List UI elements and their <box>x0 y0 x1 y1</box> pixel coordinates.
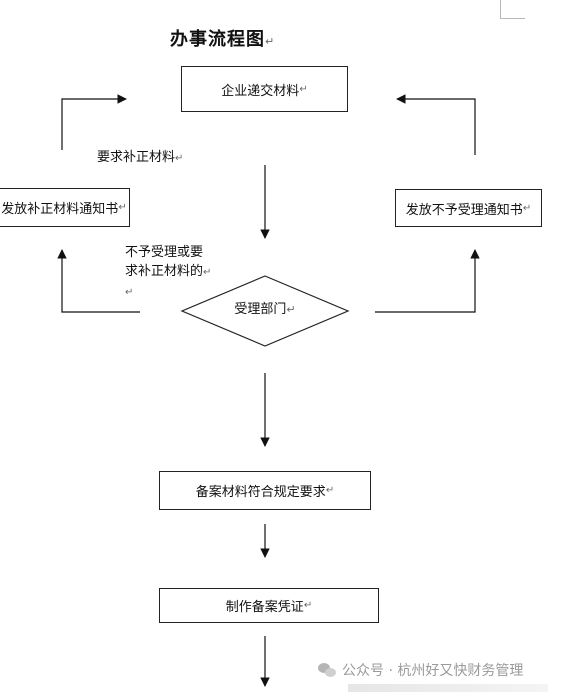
node-certificate-text: 制作备案凭证 <box>225 600 304 615</box>
loop-right-connector <box>396 94 476 155</box>
page-title: 办事流程图↵ <box>170 25 275 51</box>
department-diamond <box>180 275 350 347</box>
edge-label-line-1: 不予受理或要 <box>125 245 204 260</box>
edge-label-text: 要求补正材料 <box>97 150 176 165</box>
node-supplement-notice: 发放补正材料通知书↵ <box>0 188 130 227</box>
paragraph-mark: ↵ <box>265 35 276 48</box>
paragraph-mark: ↵ <box>203 267 212 278</box>
node-submit-text: 企业递交材料 <box>221 83 300 99</box>
branch-left-connector <box>57 249 140 313</box>
paragraph-mark: ↵ <box>303 600 313 611</box>
node-submit-materials: 企业递交材料↵ <box>181 66 348 112</box>
paragraph-mark: ↵ <box>125 287 134 298</box>
node-supplement-notice-text: 发放补正材料通知书 <box>1 202 119 217</box>
paragraph-mark: ↵ <box>118 202 127 213</box>
paragraph-mark: ↵ <box>175 153 184 164</box>
node-reject-notice-text: 发放不予受理通知书 <box>405 202 523 218</box>
paragraph-mark: ↵ <box>286 303 296 316</box>
loop-left-connector <box>61 94 127 150</box>
edge-label-require-supplement: 要求补正材料↵ <box>97 148 183 168</box>
node-compliant-text: 备案材料符合规定要求 <box>195 485 326 500</box>
bottom-faint-strip <box>348 684 548 692</box>
branch-right-connector <box>375 249 480 313</box>
node-certificate: 制作备案凭证↵ <box>159 588 379 623</box>
node-reject-notice: 发放不予受理通知书↵ <box>395 189 542 227</box>
edge-label-line-2: 求补正材料的 <box>125 264 204 279</box>
edge-label-reject-or-supplement: 不予受理或要 求补正材料的↵ ↵ <box>125 243 211 302</box>
node-compliant: 备案材料符合规定要求↵ <box>159 471 371 510</box>
paragraph-mark: ↵ <box>522 202 532 214</box>
paragraph-mark: ↵ <box>299 83 308 95</box>
title-text: 办事流程图 <box>170 29 265 50</box>
page-corner-mark <box>500 0 525 19</box>
watermark: 公众号 · 杭州好又快财务管理 <box>318 660 523 680</box>
wechat-icon <box>318 663 336 677</box>
paragraph-mark: ↵ <box>325 485 335 496</box>
watermark-text: 公众号 · 杭州好又快财务管理 <box>342 663 524 679</box>
node-department: 受理部门↵ <box>182 298 348 317</box>
node-department-text: 受理部门 <box>234 302 287 317</box>
